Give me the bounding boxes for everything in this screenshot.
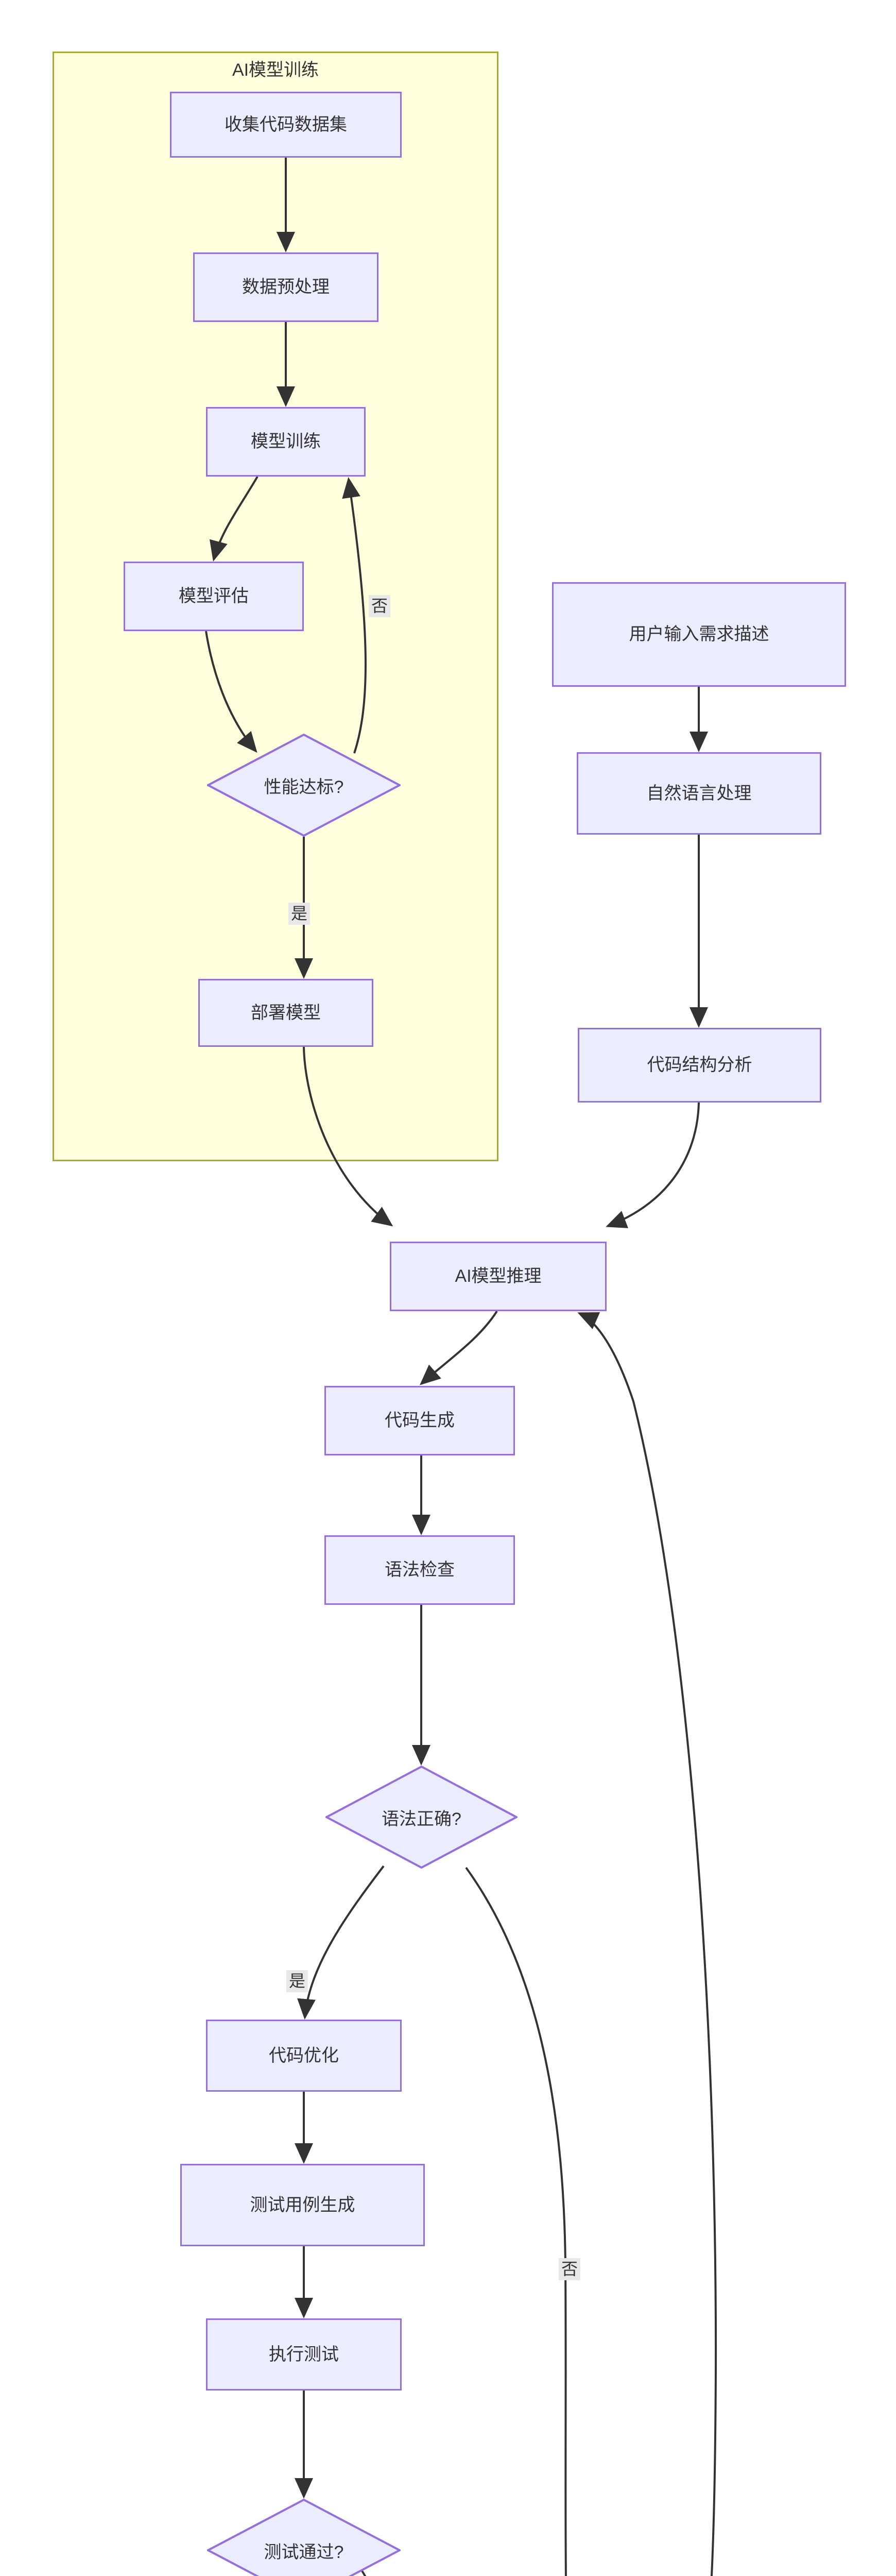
- node-label: 性能达标?: [264, 777, 344, 797]
- edge-fix-infer: [577, 1312, 717, 2576]
- node-ai-model-inference[interactable]: AI模型推理: [390, 1242, 607, 1311]
- node-deploy-model[interactable]: 部署模型: [198, 979, 373, 1047]
- edge-struct-infer: [606, 1102, 700, 1228]
- diamond-shape: [325, 1766, 518, 1869]
- node-label: 测试用例生成: [250, 2195, 355, 2215]
- node-code-optimization[interactable]: 代码优化: [206, 2020, 402, 2092]
- edge-label-performance-yes: 是: [288, 903, 311, 925]
- edge-infer-codegen: [420, 1310, 498, 1385]
- edge-label-syntax-no: 否: [559, 2258, 581, 2280]
- node-label: AI模型推理: [455, 1266, 542, 1286]
- decision-syntax-correct[interactable]: 语法正确?: [325, 1766, 518, 1869]
- edge-syntaxok-optimize-yes: [297, 1865, 385, 2020]
- node-code-structure-analysis[interactable]: 代码结构分析: [578, 1028, 821, 1103]
- node-label: 数据预处理: [242, 277, 330, 297]
- node-label: 代码生成: [385, 1411, 455, 1431]
- diamond-shape: [207, 2499, 401, 2576]
- edge-syntaxok-fix-no: [465, 1867, 567, 2576]
- decision-tests-passed[interactable]: 测试通过?: [207, 2499, 401, 2576]
- node-label: 部署模型: [251, 1003, 321, 1023]
- node-test-case-generation[interactable]: 测试用例生成: [180, 2164, 425, 2246]
- node-label: 语法正确?: [382, 1809, 461, 1829]
- node-label: 用户输入需求描述: [629, 624, 769, 645]
- node-label: 代码优化: [269, 2045, 339, 2065]
- node-label: 收集代码数据集: [225, 114, 347, 134]
- node-label: 自然语言处理: [646, 783, 752, 803]
- edge-label-syntax-yes: 是: [286, 1970, 308, 1992]
- node-execute-tests[interactable]: 执行测试: [206, 2318, 402, 2391]
- node-collect-code-dataset[interactable]: 收集代码数据集: [170, 92, 402, 158]
- node-syntax-check[interactable]: 语法检查: [324, 1535, 515, 1605]
- diamond-shape: [207, 734, 401, 837]
- node-label: 执行测试: [269, 2344, 339, 2364]
- node-code-generation[interactable]: 代码生成: [324, 1386, 515, 1455]
- node-label: 代码结构分析: [647, 1055, 752, 1075]
- node-label: 模型训练: [251, 432, 321, 452]
- node-data-preprocessing[interactable]: 数据预处理: [193, 252, 378, 322]
- decision-performance-meets-standard[interactable]: 性能达标?: [207, 734, 401, 837]
- subgraph-title-ai-model-training: AI模型训练: [232, 60, 319, 80]
- node-model-evaluation[interactable]: 模型评估: [124, 562, 304, 631]
- node-label: 语法检查: [385, 1560, 455, 1580]
- node-user-input-requirements[interactable]: 用户输入需求描述: [552, 582, 846, 687]
- node-label: 测试通过?: [264, 2542, 344, 2562]
- edge-label-performance-no: 否: [369, 595, 391, 617]
- node-model-training[interactable]: 模型训练: [206, 407, 366, 477]
- node-label: 模型评估: [179, 586, 249, 606]
- node-natural-language-processing[interactable]: 自然语言处理: [577, 752, 821, 835]
